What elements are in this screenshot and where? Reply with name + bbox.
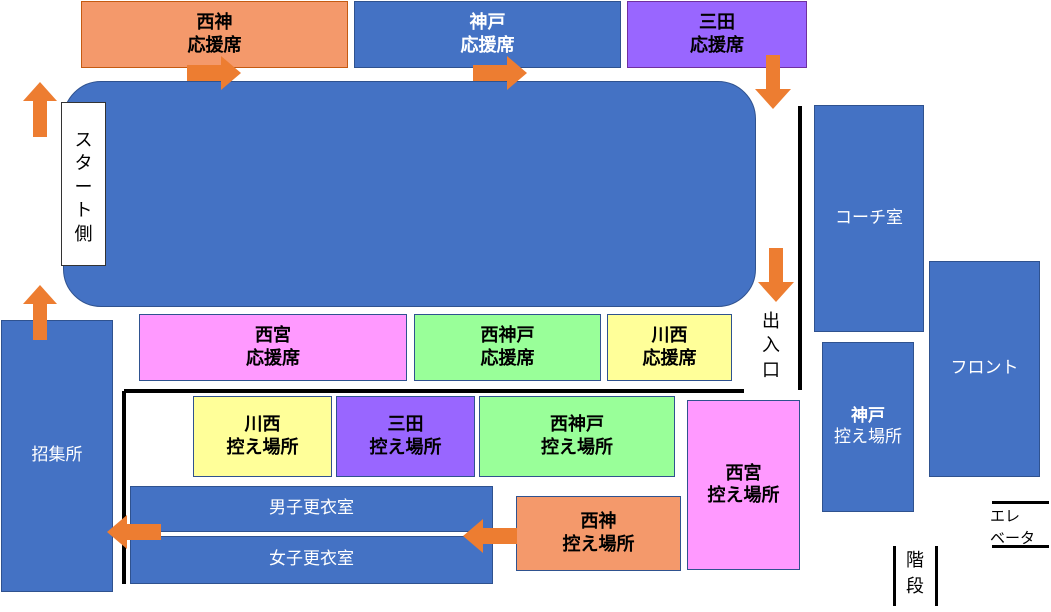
arrow-down-icon (755, 55, 791, 109)
nishinomiya-cheering-name: 西宮 (255, 325, 291, 346)
seishinto-cheering-label: 応援席 (480, 347, 535, 369)
stairs-char: 段 (906, 576, 924, 598)
start-char: ト (74, 200, 93, 222)
track (63, 81, 756, 307)
arrow-right-icon (187, 56, 241, 90)
sanda-cheering-label: 応援席 (690, 34, 744, 56)
exit-char: 出 (762, 311, 780, 332)
arrow-right-icon (473, 56, 527, 90)
kobe-waiting-name: 神戸 (851, 405, 885, 426)
start-side-label: ス タ ー ト 側 (61, 102, 106, 266)
coach-room-label: コーチ室 (835, 207, 903, 228)
assembly-area-label: 招集所 (31, 445, 83, 466)
nishijin-cheering-name: 西神 (196, 12, 233, 33)
elevator-line: ベータ (990, 528, 1036, 547)
wall-horizontal (124, 389, 744, 393)
seishinto-waiting-label: 控え場所 (541, 436, 613, 458)
kobe-waiting-label: 控え場所 (834, 427, 902, 447)
kawanishi-cheering-name: 川西 (651, 325, 688, 346)
sanda-waiting-label: 控え場所 (369, 436, 442, 458)
mens-locker-room: 男子更衣室 (130, 486, 493, 532)
nishinomiya-cheering-seat: 西宮 応援席 (139, 314, 407, 381)
nishinomiya-waiting-name: 西宮 (725, 462, 762, 484)
exit-char: 入 (762, 335, 780, 357)
start-char: ス (74, 130, 93, 151)
arrow-left-icon (463, 519, 517, 553)
nishijin-cheering-seat: 西神 応援席 (81, 1, 348, 68)
elevator-label: エレ ベータ (990, 506, 1050, 550)
kobe-cheering-label: 応援席 (460, 34, 515, 56)
sanda-cheering-name: 三田 (699, 12, 735, 33)
stairs-char: 階 (906, 550, 924, 571)
mens-locker-room-label: 男子更衣室 (269, 498, 354, 519)
coach-room: コーチ室 (814, 105, 924, 332)
kobe-cheering-seat: 神戸 応援席 (354, 1, 621, 68)
arrow-up-icon (23, 82, 57, 137)
sanda-waiting-name: 三田 (387, 414, 424, 435)
nishinomiya-waiting-label: 控え場所 (707, 485, 780, 506)
assembly-area: 招集所 (1, 320, 113, 592)
nishinomiya-cheering-label: 応援席 (246, 347, 300, 369)
kawanishi-waiting-name: 川西 (244, 414, 281, 435)
exit-label: 出 入 口 (758, 310, 784, 383)
nishinomiya-waiting-area: 西宮 控え場所 (687, 400, 800, 570)
kobe-cheering-name: 神戸 (469, 12, 506, 33)
womens-locker-room: 女子更衣室 (130, 536, 493, 584)
seishinto-waiting-area: 西神戸 控え場所 (479, 396, 675, 477)
start-char: 側 (74, 223, 93, 245)
kobe-waiting-area: 神戸 控え場所 (822, 342, 914, 512)
wall-left-vertical (122, 391, 126, 584)
sanda-waiting-area: 三田 控え場所 (336, 396, 475, 477)
nishijin-waiting-name: 西神 (580, 511, 617, 532)
arrow-down-icon (758, 248, 794, 302)
start-char: タ (74, 153, 93, 175)
seishinto-cheering-name: 西神戸 (480, 325, 535, 346)
start-char: ー (74, 176, 93, 198)
seishinto-cheering-seat: 西神戸 応援席 (414, 314, 601, 381)
kawanishi-cheering-seat: 川西 応援席 (607, 314, 732, 381)
stairs-label: 階 段 (898, 548, 932, 600)
front-desk: フロント (929, 261, 1040, 477)
elevator-bottom-line (992, 545, 1049, 548)
elevator-line: エレ (990, 507, 1021, 525)
nishijin-cheering-label: 応援席 (187, 34, 242, 56)
front-desk-label: フロント (950, 358, 1019, 379)
stairs-left-line (893, 546, 896, 606)
arrow-up-icon (23, 285, 57, 340)
womens-locker-room-label: 女子更衣室 (269, 549, 354, 570)
kawanishi-waiting-label: 控え場所 (226, 436, 299, 458)
wall-right-vertical (798, 106, 802, 390)
kawanishi-cheering-label: 応援席 (642, 347, 697, 369)
nishijin-waiting-area: 西神 控え場所 (516, 496, 681, 571)
arrow-left-icon (107, 515, 161, 549)
kawanishi-waiting-area: 川西 控え場所 (193, 396, 332, 477)
elevator-top-line (992, 501, 1049, 504)
exit-char: 口 (762, 359, 780, 381)
nishijin-waiting-label: 控え場所 (562, 533, 635, 555)
seishinto-waiting-name: 西神戸 (550, 414, 604, 435)
stairs-right-line (935, 546, 938, 606)
